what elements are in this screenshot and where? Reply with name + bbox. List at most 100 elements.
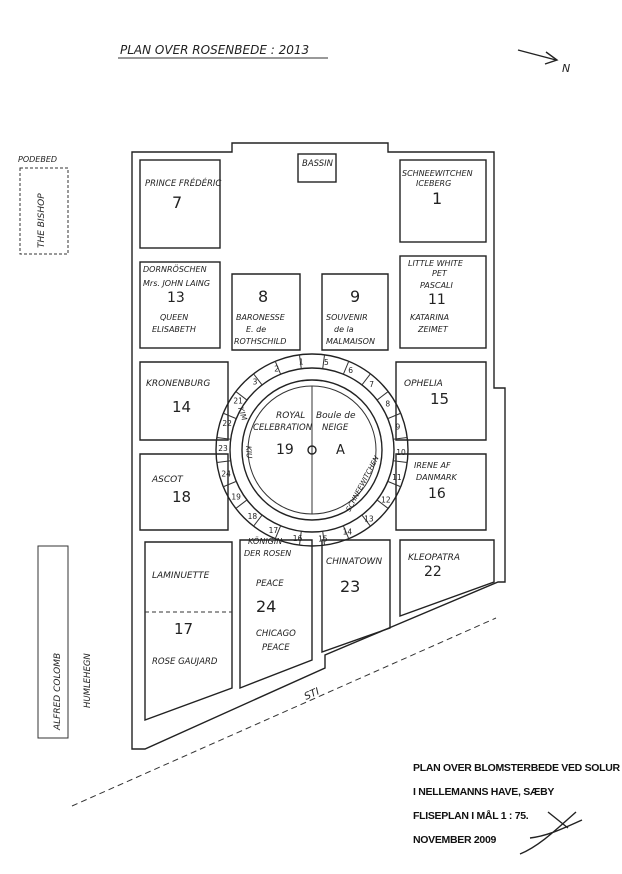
ring-divider (274, 361, 282, 375)
ring-divider (361, 373, 371, 386)
bed-7-number: 7 (172, 193, 182, 212)
center-label-a: A (336, 443, 345, 458)
ring-number: 12 (381, 496, 391, 505)
signature (519, 811, 583, 855)
ring-number: 10 (396, 448, 406, 457)
bed-16 (395, 453, 487, 531)
bed-24-name3: PEACE (256, 579, 284, 589)
bed-8-name3: ROTHSCHILD (234, 337, 286, 346)
bed-11-name5: ZEIMET (417, 325, 449, 334)
center-celebration: CELEBRATION (253, 423, 313, 433)
bed-16-name1: IRENE AF (414, 461, 451, 470)
north-arrow-icon (517, 49, 559, 65)
bishop-label: THE BISHOP (37, 193, 47, 248)
bed-8 (231, 273, 301, 351)
bed-17-name2: ROSE GAUJARD (152, 657, 218, 667)
caption-line-4: NOVEMBER 2009 (413, 834, 497, 846)
bed-17-number: 17 (174, 620, 193, 638)
bed-13-name2: Mrs. JOHN LAING (143, 279, 210, 288)
bed-24 (239, 539, 313, 690)
ring-number: 23 (218, 444, 228, 453)
ring-name-kim: KIM (236, 406, 249, 422)
ring-number: 13 (364, 514, 374, 523)
bed-9-name3: MALMAISON (326, 337, 375, 346)
ring-divider (322, 354, 326, 369)
bed-17 (144, 541, 233, 722)
bed-23-number: 23 (340, 577, 360, 596)
caption-line-2: I NELLEMANNS HAVE, SÆBY (413, 786, 555, 798)
plan-title: PLAN OVER ROSENBEDE : 2013 (120, 43, 309, 57)
bed-11 (399, 255, 487, 349)
bed-24-name2: DER ROSEN (244, 549, 291, 558)
bed-9-name2: de la (334, 325, 354, 334)
bed-15-name: OPHELIA (404, 379, 443, 389)
ring-divider (235, 391, 248, 401)
bed-9-name1: SOUVENIR (326, 313, 368, 322)
bed-1-name1: SCHNEEWITCHEN (402, 169, 473, 178)
bishop-bed (19, 167, 69, 255)
ring-divider (322, 531, 326, 546)
bed-22-number: 22 (424, 564, 442, 580)
humlehegn-label: HUMLEHEGN (83, 653, 93, 708)
caption-line-1: PLAN OVER BLOMSTERBEDE VED SOLUR (413, 762, 620, 774)
ring-divider (274, 525, 282, 539)
ring-divider (393, 460, 408, 464)
basin (297, 153, 337, 183)
ring-divider (342, 525, 350, 539)
bed-15-number: 15 (430, 390, 449, 408)
bed-24-name4: CHICAGO (256, 629, 296, 639)
bed-14 (139, 361, 229, 441)
bed-1 (399, 159, 487, 243)
bed-13-name3: QUEEN (160, 313, 188, 322)
caption-line-3: FLISEPLAN I MÅL 1 : 75. (413, 810, 529, 822)
path-line (71, 617, 497, 807)
podebed-label: PODEBED (18, 155, 57, 164)
ring-number: 9 (395, 423, 400, 432)
bed-14-name: KRONENBURG (146, 379, 210, 389)
bed-9 (321, 273, 389, 351)
ring-divider (393, 436, 408, 440)
center-neige: NEIGE (322, 423, 349, 433)
center-number: 19 (276, 442, 294, 458)
ring-name-kiu: KIU (244, 446, 254, 460)
ring-number: 8 (385, 399, 390, 408)
bed-7-name: PRINCE FRÉDÉRIC (145, 177, 221, 189)
ring-number: 14 (343, 528, 353, 537)
bed-7 (139, 159, 221, 249)
bed-8-name2: E. de (246, 325, 266, 334)
bed-16-number: 16 (428, 486, 446, 502)
ring-number: 22 (222, 419, 232, 428)
center-boule: Boule de (316, 411, 356, 421)
bed-22-name: KLEOPATRA (408, 553, 460, 563)
bed-11-name2: PET (432, 269, 448, 278)
north-label: N (562, 62, 570, 75)
ring-name-schnee: SCHNEEWITCHEN (345, 454, 381, 513)
ring-number: 1 (299, 358, 304, 367)
bed-14-number: 14 (172, 398, 191, 416)
bed-24-name1: KÖNIGIN (248, 536, 282, 546)
ring-number: 19 (231, 493, 241, 502)
ring-divider (253, 373, 263, 386)
bed-11-number: 11 (428, 292, 446, 308)
ring-number: 16 (293, 534, 303, 543)
ring-number: 18 (248, 512, 258, 521)
ring-divider (376, 391, 389, 401)
ring-divider (223, 480, 237, 488)
ring-number: 11 (392, 473, 402, 482)
ring-number: 15 (318, 534, 328, 543)
bed-17-name1: LAMINUETTE (152, 571, 210, 581)
bed-9-number: 9 (350, 287, 360, 306)
ring-number: 7 (369, 380, 374, 389)
sti-label: STI (303, 686, 322, 702)
ring-number: 5 (324, 358, 329, 367)
bed-13 (139, 261, 221, 349)
bed-18 (139, 453, 229, 531)
ring-number: 6 (348, 366, 353, 375)
ring-number: 21 (233, 396, 243, 405)
ring-number: 3 (253, 378, 258, 387)
ring-number: 2 (274, 364, 279, 373)
ring-divider (387, 480, 401, 488)
bed-8-number: 8 (258, 287, 268, 306)
basin-label: BASSIN (302, 159, 334, 169)
